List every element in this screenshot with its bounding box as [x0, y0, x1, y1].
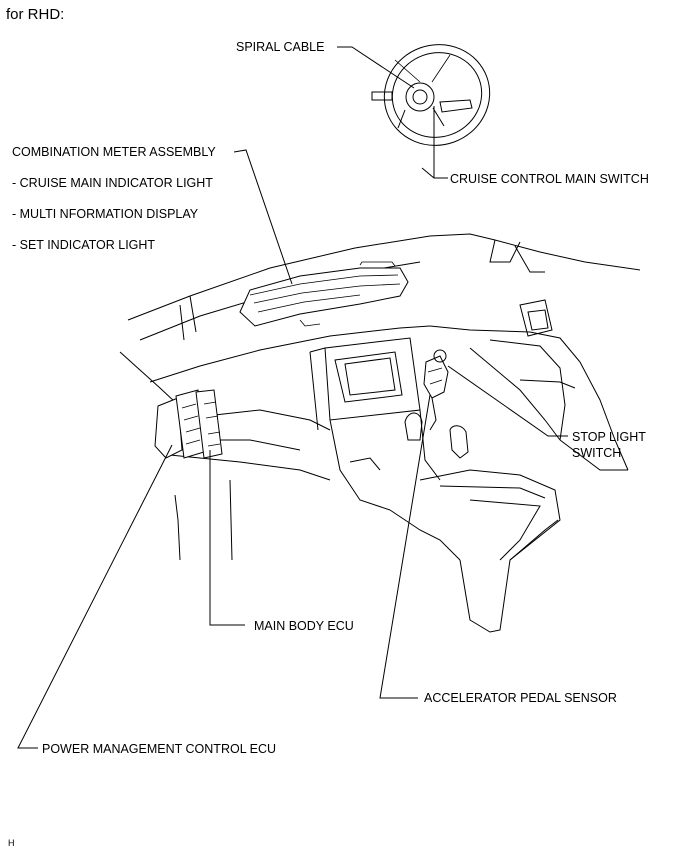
label-main-body-ecu: MAIN BODY ECU	[254, 619, 354, 633]
steering-wheel	[371, 44, 491, 146]
pedal-assembly-shape	[423, 349, 449, 431]
combination-meter-shape	[239, 261, 409, 327]
label-power-management-ecu: POWER MANAGEMENT CONTROL ECU	[42, 742, 277, 756]
label-accelerator-pedal-sensor: ACCELERATOR PEDAL SENSOR	[424, 691, 617, 705]
ecu-cluster-shape	[154, 389, 223, 459]
diagram-header: for RHD:	[6, 6, 65, 23]
label-multi-info-display: - MULTI NFORMATION DISPLAY	[12, 207, 199, 221]
label-set-indicator: - SET INDICATOR LIGHT	[12, 238, 156, 252]
dashboard-outline	[119, 233, 641, 633]
label-cruise-control-switch: CRUISE CONTROL MAIN SWITCH	[450, 172, 649, 186]
label-stop-light-switch-line1: STOP LIGHT	[572, 430, 646, 444]
label-spiral-cable: SPIRAL CABLE	[236, 40, 325, 54]
label-cruise-main-indicator: - CRUISE MAIN INDICATOR LIGHT	[12, 176, 213, 190]
footer-code: H	[8, 838, 15, 848]
leader-lines	[17, 46, 568, 749]
label-stop-light-switch-line2: SWITCH	[572, 446, 622, 460]
label-combination-meter: COMBINATION METER ASSEMBLY	[12, 145, 216, 159]
